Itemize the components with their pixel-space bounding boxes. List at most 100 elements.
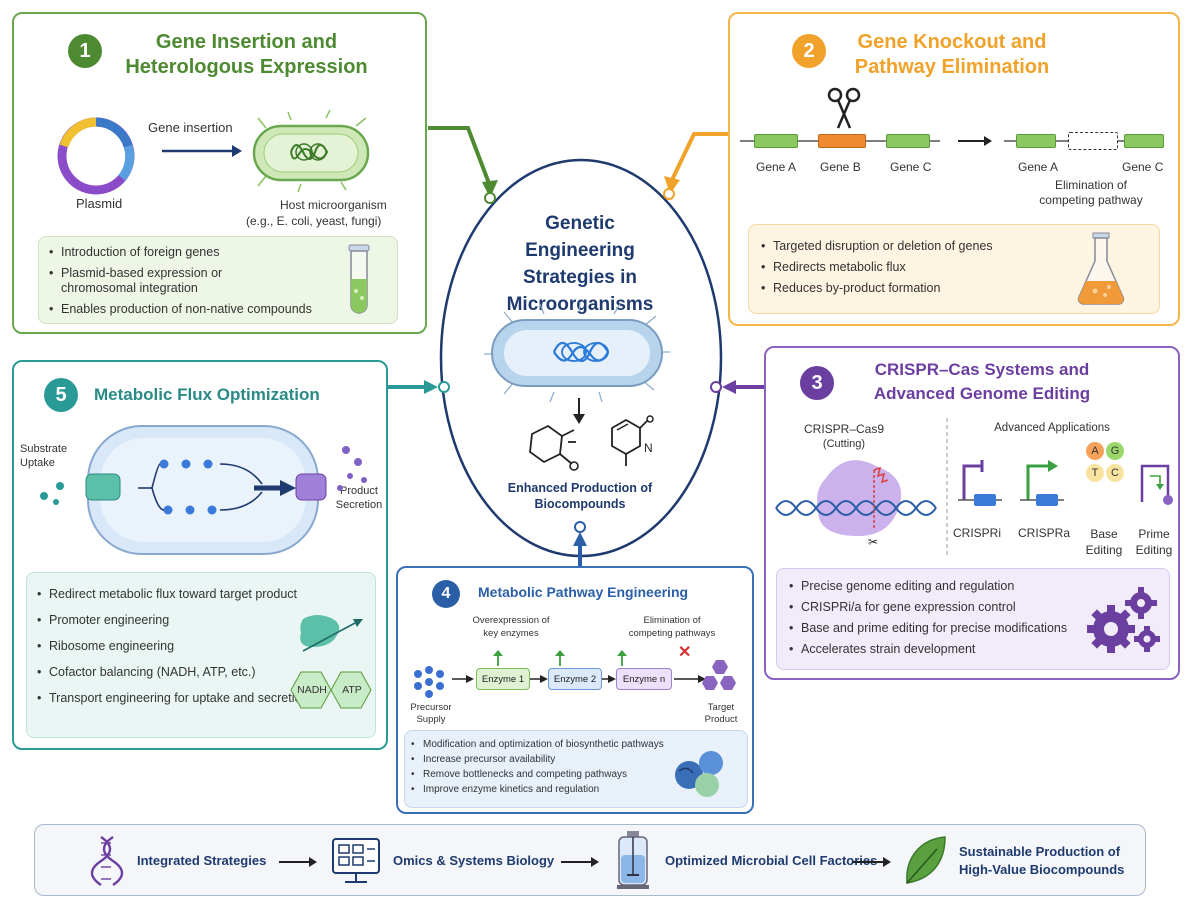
knockout-arrow [958,136,992,146]
p2-bullet: Redirects metabolic flux [761,260,993,275]
panel-flux-optimization: 5 Metabolic Flux Optimization Substrate … [12,360,388,750]
gene-a-block [754,134,798,148]
elimination-x-icon: ✕ [678,644,692,661]
panel-1-title: Gene Insertion and Heterologous Expressi… [125,31,368,78]
molecule-icon: N [611,415,654,466]
p5-bullet: Redirect metabolic flux toward target pr… [37,587,308,602]
crispri-icon [958,460,1002,506]
plasmid-icon [57,117,135,195]
base-c-icon: C [1106,464,1124,482]
panel-pathway-engineering: 4 Metabolic Pathway Engineering Overexpr… [396,566,754,814]
step-arrow [561,857,599,867]
monitor-icon [332,838,380,883]
bioreactor-icon [617,831,649,889]
step-cell-factories: Optimized Microbial Cell Factories [665,853,878,868]
target-product-icon [702,660,736,690]
dna-icon [90,836,124,886]
gears-icon [1087,587,1160,653]
molecule-icon [529,424,579,471]
host-example: (e.g., E. coli, yeast, fungi) [246,214,382,228]
p1-bullet: Enables production of non-native compoun… [49,302,319,317]
up-arrows [493,650,627,666]
target-label: Target Product [704,702,738,725]
p4-bullet: Modification and optimization of biosynt… [411,739,664,751]
panel-5-bullets-box: Redirect metabolic flux toward target pr… [26,572,376,738]
cas9-dna-icon: ✂ [775,460,937,549]
panel-4-bullets-box: Modification and optimization of biosynt… [404,730,748,808]
panel-3-title: CRISPR–Cas Systems and Advanced Genome E… [873,360,1091,403]
panel-2-title: Gene Knockout and Pathway Elimination [854,31,1050,78]
p3-bullet: Precise genome editing and regulation [789,579,1067,594]
advanced-apps-label: Advanced Applications [994,422,1110,434]
substrate-label: Substrate Uptake [20,443,68,469]
p2-bullet: Reduces by-product formation [761,281,993,296]
enzyme-n-box: Enzyme n [616,668,672,690]
p5-bullet: Transport engineering for uptake and sec… [37,691,308,706]
gene-b-block [818,134,866,148]
insertion-arrow [162,145,242,157]
overexpression-label: Overexpression of key enzymes [472,615,550,639]
prime-editing-icon [1140,464,1173,505]
step-arrow [853,857,891,867]
step-number-5: 5 [44,378,78,412]
crispra-icon [1020,460,1064,506]
p3-bullet: Accelerates strain development [789,642,1067,657]
panel-3-bullets-box: Precise genome editing and regulation CR… [776,568,1170,670]
plasmid-label: Plasmid [76,196,123,211]
enzyme-blob-icon [675,751,723,797]
p4-bullet: Increase precursor availability [411,754,664,766]
p4-bullet: Improve enzyme kinetics and regulation [411,784,664,796]
elimination-label: Elimination of competing pathway [1039,178,1143,207]
center-title: Genetic Engineering Strategies in Microo… [506,213,654,315]
svg-text:N: N [644,441,653,455]
panel-gene-knockout: 2 Gene Knockout and Pathway Elimination … [728,12,1180,326]
p5-bullet: Ribosome engineering [37,639,308,654]
bottom-workflow-bar: Integrated Strategies Omics & Systems Bi… [34,824,1146,896]
p4-bullet: Remove bottlenecks and competing pathway… [411,769,664,781]
host-bacterium-icon [252,109,370,193]
enzyme-1-box: Enzyme 1 [476,668,530,690]
test-tube-icon [348,244,370,314]
step-number-2: 2 [792,34,826,68]
step-sustainable-production: Sustainable Production of High-Value Bio… [959,844,1125,877]
step-number-4: 4 [432,580,460,608]
panel-5-title: Metabolic Flux Optimization [94,385,320,404]
leaf-icon [906,836,946,884]
gene-a-after-block [1016,134,1056,148]
p1-bullet: Introduction of foreign genes [49,245,319,260]
p5-bullet: Cofactor balancing (NADH, ATP, etc.) [37,665,308,680]
competing-elim-label: Elimination of competing pathways [628,615,716,639]
panel-crispr: 3 CRISPR–Cas Systems and Advanced Genome… [764,346,1180,680]
panel-2-bullets-box: Targeted disruption or deletion of genes… [748,224,1160,314]
panel-1-bullets-box: Introduction of foreign genes Plasmid-ba… [38,236,398,324]
center-result: Enhanced Production of Biocompounds [507,481,653,511]
nadh-label: NADH [297,684,327,696]
gene-c-label: Gene C [890,160,932,174]
p1-bullet: Plasmid-based expression or chromosomal … [49,266,251,296]
center-bacterium-icon [484,301,670,403]
base-g-icon: G [1106,442,1124,460]
p2-bullet: Targeted disruption or deletion of genes [761,239,993,254]
gene-a-label: Gene A [756,160,797,174]
product-label: Product Secretion [335,485,383,511]
gene-insertion-label: Gene insertion [148,120,233,135]
enzyme-2-box: Enzyme 2 [548,668,602,690]
step-number-3: 3 [800,366,834,400]
precursor-dots-icon [414,666,444,698]
gene-c-after-label: Gene C [1122,160,1164,174]
step-omics: Omics & Systems Biology [393,853,555,868]
ribosome-icon [300,615,363,652]
gene-b-label: Gene B [820,160,861,174]
atp-label: ATP [342,684,362,696]
cas9-label: CRISPR–Cas9 [804,422,885,436]
app-prime-editing-label: Prime Editing [1135,527,1173,557]
p3-bullet: Base and prime editing for precise modif… [789,621,1067,636]
p5-bullet: Promoter engineering [37,613,308,628]
panel-gene-insertion: 1 Gene Insertion and Heterologous Expres… [12,12,427,334]
base-t-icon: T [1086,464,1104,482]
app-base-editing-label: Base Editing [1085,527,1123,557]
divider-line [946,418,948,558]
down-arrow-icon [573,398,585,424]
gene-c-after-block [1124,134,1164,148]
cell-flux-diagram [40,425,367,555]
